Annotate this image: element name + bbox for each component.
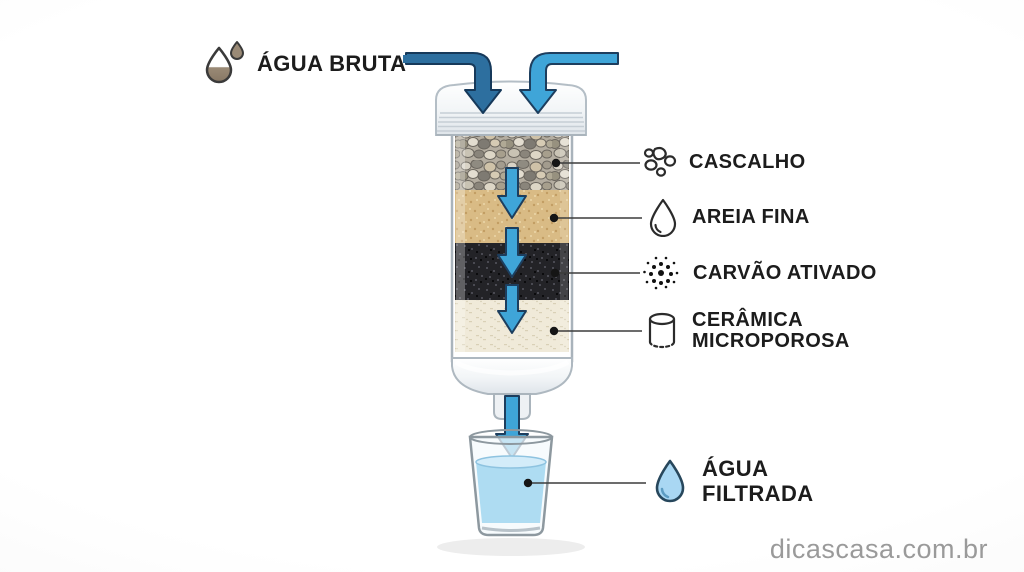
glass-rim: [469, 429, 553, 445]
water-drop-icon: [655, 459, 685, 503]
filter-cartridge: [435, 80, 587, 420]
gravel-label: CASCALHO: [689, 150, 806, 173]
ceramic-label-row: CERÂMICA MICROPOROSA: [644, 310, 850, 352]
sand-label: AREIA FINA: [692, 205, 810, 228]
cylinder-icon: [648, 312, 676, 349]
callout-dot-ceramic: [549, 326, 559, 336]
carbon-dots-icon: [643, 256, 679, 290]
ceramic-label: CERÂMICA MICROPOROSA: [692, 309, 850, 352]
raw-water-label-row: ÁGUA BRUTA: [201, 40, 406, 86]
callouts: [523, 158, 646, 488]
glass-of-water: [437, 429, 585, 556]
carbon-label-row: CARVÃO ATIVADO: [641, 254, 877, 292]
raw-water-inflow-arrow-right: [519, 52, 619, 114]
glass-base: [481, 526, 541, 532]
glass-water: [476, 462, 546, 523]
cap-ridges: [437, 112, 585, 132]
bowl-highlight: [454, 359, 570, 376]
callout-dot-filtered: [523, 478, 533, 488]
raw-water-inflow-arrow-left: [405, 52, 502, 114]
droplet-outline-icon: [649, 198, 677, 237]
tube-shine: [456, 135, 465, 358]
filtered-water-label-row: ÁGUA FILTRADA: [650, 456, 814, 506]
carbon-label: CARVÃO ATIVADO: [693, 261, 877, 284]
tube-shine-right: [560, 135, 568, 358]
callout-dot-carbon: [550, 268, 560, 278]
filtered-water-label: ÁGUA FILTRADA: [702, 456, 814, 506]
flow-arrow-gravel: [497, 167, 527, 219]
callout-dot-sand: [549, 213, 559, 223]
filter-bottom-bowl: [451, 357, 573, 395]
flow-arrow-sand: [497, 227, 527, 278]
sand-label-row: AREIA FINA: [646, 197, 810, 237]
raw-water-label: ÁGUA BRUTA: [257, 50, 407, 76]
gravel-icon: [643, 146, 677, 177]
flow-arrow-carbon: [497, 284, 527, 334]
water-surface: [475, 455, 547, 469]
gravel-label-row: CASCALHO: [641, 145, 806, 179]
callout-dot-gravel: [551, 158, 561, 168]
inflow-line-end: [403, 55, 409, 63]
glass-shadow: [437, 538, 585, 556]
raw-water-drop-icon: [205, 41, 244, 84]
watermark-text: dicascasa.com.br: [769, 534, 988, 564]
